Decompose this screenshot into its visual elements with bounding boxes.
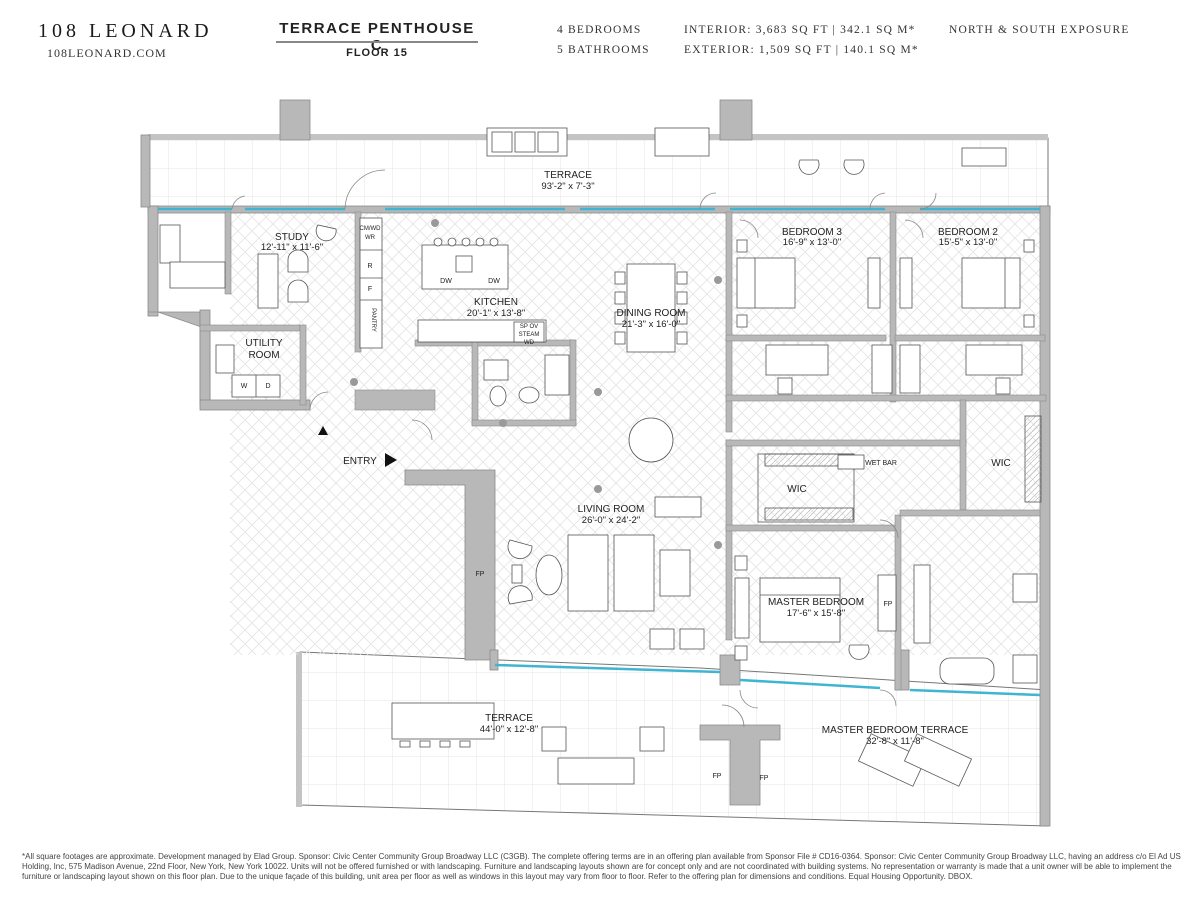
bedrooms-count: 4 BEDROOMS [557, 24, 642, 36]
columns [350, 219, 722, 549]
entry-label: ENTRY [343, 456, 377, 467]
dryer-label: D [265, 383, 270, 390]
brand-name: 108 LEONARD [38, 20, 213, 42]
fp-living-label: FP [476, 571, 485, 578]
master-terrace-dims: 32'-8" x 11'-8" [866, 736, 924, 747]
north-terrace [147, 134, 1049, 209]
dw-label-1: DW [440, 278, 452, 285]
fp-terrace-label-1: FP [713, 773, 722, 780]
terrace-south-dims: 44'-0" x 12'-8" [480, 724, 538, 735]
unit-name: TERRACE PENTHOUSE C [279, 20, 475, 54]
bedroom2-dims: 15'-5" x 13'-0" [939, 237, 997, 248]
study-label: STUDY [275, 232, 309, 243]
kitchen-label: KITCHEN [474, 297, 518, 308]
study-dims: 12'-11" x 11'-6" [261, 242, 323, 253]
exterior-area: EXTERIOR: 1,509 SQ FT | 140.1 SQ M* [684, 44, 919, 56]
terrace-north-dims: 93'-2" x 7'-3" [541, 181, 594, 192]
floor-plan: TERRACE 93'-2" x 7'-3" STUDY 12'-11" x 1… [140, 99, 1051, 827]
entry-secondary-arrow-icon [318, 426, 328, 435]
legal-disclaimer: *All square footages are approximate. De… [22, 852, 1181, 881]
entry-markers [318, 426, 397, 467]
master-label: MASTER BEDROOM [768, 597, 864, 608]
wr-label: WR [365, 235, 376, 241]
interior-walls [199, 211, 1047, 691]
terrace-north-label: TERRACE [544, 170, 592, 181]
unit-floor: FLOOR 15 [346, 47, 408, 59]
dining-dims: 21'-3" x 16'-0" [622, 319, 680, 330]
fp-terrace-label-2: FP [760, 775, 769, 782]
freezer-label: F [368, 286, 372, 293]
unit-name-underline [276, 41, 478, 43]
south-terrace-furniture [391, 702, 973, 787]
washer-label: W [241, 383, 248, 390]
brand-website[interactable]: 108LEONARD.COM [47, 46, 167, 60]
room-labels: TERRACE 93'-2" x 7'-3" STUDY 12'-11" x 1… [241, 170, 1011, 782]
sp-ov-label: SP OV [520, 324, 538, 330]
header: 108 LEONARD 108LEONARD.COM TERRACE PENTH… [0, 0, 1200, 80]
terrace-south-label: TERRACE [485, 713, 533, 724]
dining-furniture [614, 263, 688, 463]
living-furniture [507, 453, 865, 650]
dining-label: DINING ROOM [617, 308, 686, 319]
pantry-label: PANTRY [370, 308, 376, 332]
wet-bar-label: WET BAR [865, 460, 897, 467]
north-terrace-furniture [486, 127, 1007, 175]
bedroom3-dims: 16'-9" x 13'-0" [783, 237, 841, 248]
kitchen-furniture [417, 237, 570, 407]
utility-label-line2: ROOM [248, 350, 279, 361]
utility-label-line1: UTILITY [245, 338, 283, 349]
wic-label-2: WIC [991, 458, 1010, 469]
kitchen-dims: 20'-1" x 13'-8" [467, 308, 525, 319]
fridge-label: R [367, 263, 372, 270]
study-furniture [159, 217, 383, 398]
cmwd-label: CM/WD [360, 226, 382, 232]
door-swings [231, 169, 937, 728]
bedroom3-label: BEDROOM 3 [782, 227, 842, 238]
glazing [158, 207, 1041, 697]
bedroom-furniture [734, 239, 1042, 685]
steam-label: STEAM [519, 332, 540, 338]
dw-label-2: DW [488, 278, 500, 285]
living-dims: 26'-0" x 24'-2" [582, 515, 640, 526]
interior-area: INTERIOR: 3,683 SQ FT | 342.1 SQ M* [684, 24, 916, 36]
exposure: NORTH & SOUTH EXPOSURE [949, 24, 1130, 36]
wic-label-1: WIC [787, 484, 806, 495]
bathrooms-count: 5 BATHROOMS [557, 44, 650, 56]
fp-master-label: FP [884, 601, 893, 608]
living-label: LIVING ROOM [578, 504, 645, 515]
master-terrace-label: MASTER BEDROOM TERRACE [822, 725, 969, 736]
bedroom2-label: BEDROOM 2 [938, 227, 998, 238]
entry-arrow-icon [385, 453, 397, 467]
master-dims: 17'-6" x 15'-8" [787, 608, 845, 619]
wd-label: WD [524, 340, 535, 346]
